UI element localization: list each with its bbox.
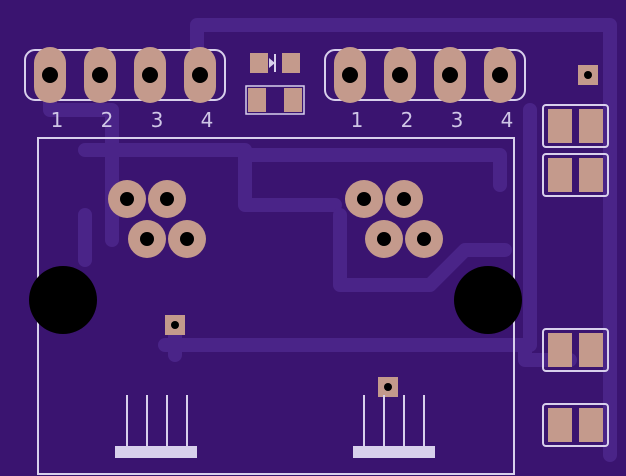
resistor-pad-right bbox=[284, 88, 302, 112]
jack-left-hole-2 bbox=[160, 192, 174, 206]
via-bottom-center-hole bbox=[384, 383, 392, 391]
header-right-hole-1 bbox=[342, 67, 358, 83]
jack-pads-right bbox=[345, 180, 443, 258]
resistor-pad-left bbox=[248, 88, 266, 112]
jack-right-hole-2 bbox=[397, 192, 411, 206]
header-left-outline bbox=[24, 49, 226, 101]
bottom-connector-left-bar bbox=[115, 446, 197, 458]
smd-3-pad-b bbox=[579, 333, 603, 367]
header-right-label-1: 1 bbox=[351, 108, 364, 132]
header-left-label-1: 1 bbox=[51, 108, 64, 132]
smd-4-pad-a bbox=[548, 408, 572, 442]
header-right-hole-4 bbox=[492, 67, 508, 83]
trace-right-jack bbox=[333, 208, 512, 292]
trace-mid-1 bbox=[78, 143, 342, 212]
jack-pads-left bbox=[108, 180, 206, 258]
jack-left-hole-4 bbox=[180, 232, 194, 246]
header-left-label-4: 4 bbox=[201, 108, 214, 132]
bottom-connector-left bbox=[126, 395, 188, 447]
diode-silk-arrow bbox=[269, 58, 275, 68]
header-left-label-2: 2 bbox=[101, 108, 114, 132]
smd-1-pad-b bbox=[579, 109, 603, 143]
jack-right-hole-3 bbox=[377, 232, 391, 246]
header-left-hole-4 bbox=[192, 67, 208, 83]
header-left: 1 2 3 4 bbox=[24, 47, 226, 132]
trace-mid-2 bbox=[238, 148, 507, 192]
via-middle-left-hole bbox=[171, 321, 179, 329]
smd-2-pad-a bbox=[548, 158, 572, 192]
diode-pad-right bbox=[282, 53, 300, 73]
smd-2-outline bbox=[542, 153, 609, 197]
header-right: 1 2 3 4 bbox=[324, 47, 526, 132]
smd-4-pad-b bbox=[579, 408, 603, 442]
mounting-hole-right bbox=[454, 266, 522, 334]
via-top-right-hole bbox=[584, 71, 592, 79]
header-left-hole-3 bbox=[142, 67, 158, 83]
smd-1-pad-a bbox=[548, 109, 572, 143]
diode-pad-left bbox=[250, 53, 268, 73]
header-right-hole-2 bbox=[392, 67, 408, 83]
mounting-hole-left bbox=[29, 266, 97, 334]
header-right-hole-3 bbox=[442, 67, 458, 83]
smd-3-pad-a bbox=[548, 333, 572, 367]
header-left-hole-1 bbox=[42, 67, 58, 83]
jack-right-hole-4 bbox=[417, 232, 431, 246]
header-left-hole-2 bbox=[92, 67, 108, 83]
header-right-label-3: 3 bbox=[451, 108, 464, 132]
smd-3-outline bbox=[542, 328, 609, 372]
header-right-label-2: 2 bbox=[401, 108, 414, 132]
bottom-connector-right-bar bbox=[353, 446, 435, 458]
header-left-label-3: 3 bbox=[151, 108, 164, 132]
smd-4-outline bbox=[542, 403, 609, 447]
smd-2-pad-b bbox=[579, 158, 603, 192]
header-right-outline bbox=[324, 49, 526, 101]
jack-right-hole-1 bbox=[357, 192, 371, 206]
jack-left-hole-1 bbox=[120, 192, 134, 206]
header-right-label-4: 4 bbox=[501, 108, 514, 132]
resistor-silk-outline bbox=[245, 85, 305, 115]
smd-diode bbox=[250, 53, 300, 73]
smd-pads-right bbox=[542, 104, 609, 447]
smd-1-outline bbox=[542, 104, 609, 148]
trace-bottom bbox=[158, 338, 577, 367]
smd-resistor bbox=[245, 85, 305, 115]
bottom-connector-right bbox=[363, 395, 425, 447]
jack-left-hole-3 bbox=[140, 232, 154, 246]
